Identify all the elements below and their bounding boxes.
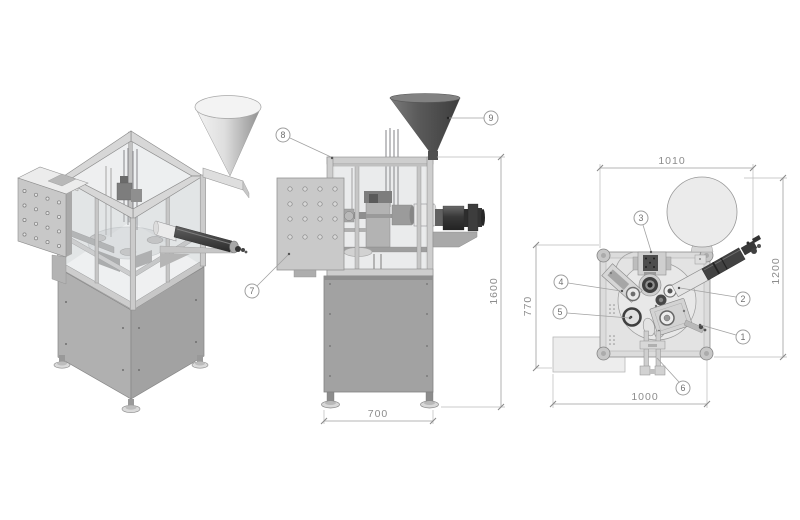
iso-subpost-right <box>165 196 170 283</box>
callout-8: 8 <box>275 127 334 160</box>
svg-text:8: 8 <box>281 130 286 140</box>
top-view: 1010 1200 770 1000 <box>522 155 787 408</box>
svg-text:5: 5 <box>558 307 563 317</box>
iso-leveling-feet <box>53 355 209 413</box>
svg-text:2: 2 <box>741 294 746 304</box>
front-height-label: 1600 <box>488 277 500 304</box>
callout-5: 5 <box>552 304 632 320</box>
callout-2: 2 <box>677 286 751 307</box>
iso-electrical-box <box>17 166 89 285</box>
top-component-3 <box>632 251 672 277</box>
dimension-top-frame-width: 1000 <box>549 360 711 408</box>
front-inner-machinery <box>333 191 437 269</box>
top-filling-hub <box>638 273 662 297</box>
isometric-view <box>17 95 262 413</box>
svg-text:3: 3 <box>639 213 644 223</box>
front-perforated-panel <box>276 177 345 278</box>
top-frame-width-label: 1000 <box>631 391 658 403</box>
svg-text:9: 9 <box>489 113 494 123</box>
top-component-2 <box>663 235 761 298</box>
front-motor <box>432 203 485 248</box>
callout-9: 9 <box>446 110 499 126</box>
top-component-4 <box>601 263 643 303</box>
front-hopper-cone <box>389 93 461 160</box>
top-overall-depth-label: 1200 <box>770 257 782 284</box>
dimension-top-frame-depth: 770 <box>522 241 599 372</box>
iso-top-frame <box>59 130 205 220</box>
callout-1: 1 <box>698 323 751 345</box>
iso-hopper-cone <box>194 95 262 177</box>
callout-6: 6 <box>656 357 691 396</box>
front-width-label: 700 <box>368 408 389 420</box>
top-hopper-circle <box>666 176 738 248</box>
top-frame-depth-label: 770 <box>522 296 534 317</box>
front-view: 700 1600 7 8 9 <box>244 93 505 425</box>
dimension-top-overall-depth: 1200 <box>714 174 787 361</box>
iso-box-perforations <box>22 189 61 248</box>
iso-hopper-shelf <box>202 167 250 199</box>
svg-text:1: 1 <box>741 332 746 342</box>
dimension-front-width: 700 <box>320 408 437 425</box>
top-component-6 <box>639 330 666 376</box>
svg-text:6: 6 <box>681 383 686 393</box>
callout-4: 4 <box>553 274 624 293</box>
dimension-top-overall-width: 1010 <box>596 155 757 248</box>
svg-text:7: 7 <box>250 286 255 296</box>
dimension-front-height: 1600 <box>437 153 505 411</box>
callout-7: 7 <box>244 252 291 299</box>
iso-motor <box>153 220 248 268</box>
iso-subpost-left <box>94 197 99 284</box>
svg-text:4: 4 <box>559 277 564 287</box>
top-component-1 <box>649 298 707 336</box>
top-overall-width-label: 1010 <box>658 155 685 167</box>
front-pedestal <box>321 275 439 409</box>
top-component-5 <box>622 307 642 327</box>
callout-3: 3 <box>633 210 653 254</box>
